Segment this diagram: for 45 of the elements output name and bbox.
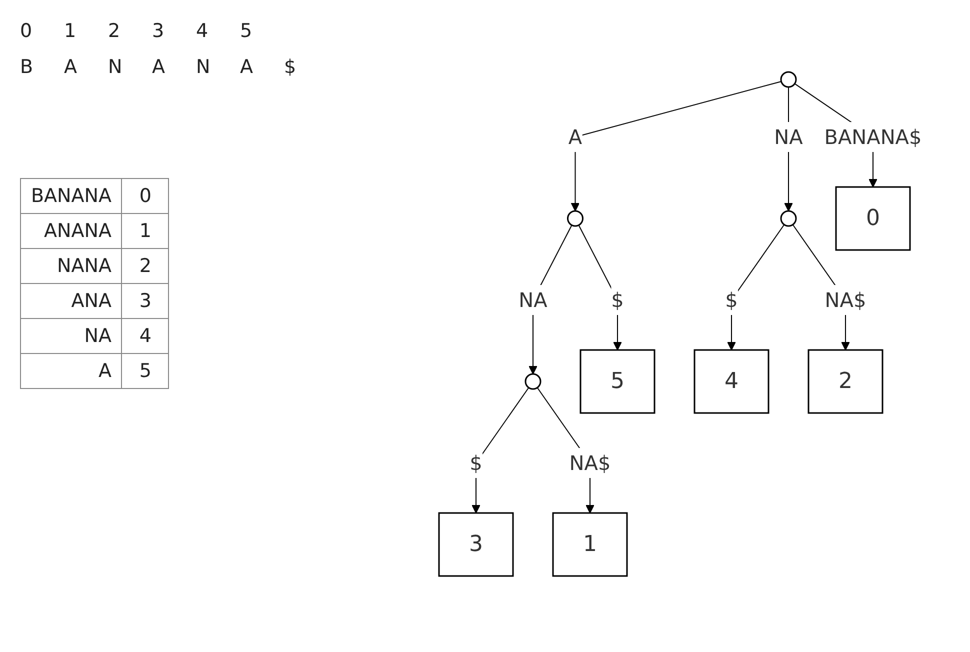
node-circle xyxy=(780,71,796,88)
suffix-cell: BANANA xyxy=(20,178,122,214)
suffix-cell: A xyxy=(20,354,122,388)
node-box: 0 xyxy=(834,186,910,251)
index-number: 2 xyxy=(108,20,122,42)
edge-label: $ xyxy=(724,288,738,312)
node-circle xyxy=(566,210,584,227)
position-cell: 2 xyxy=(122,248,169,284)
index-number: 4 xyxy=(196,20,210,42)
node-circle xyxy=(780,210,796,227)
string-letter: N xyxy=(196,56,212,78)
index-number: 1 xyxy=(64,20,78,42)
edge-label: NA xyxy=(774,125,802,150)
edge-label: NA xyxy=(518,288,547,312)
string-letter: A xyxy=(64,56,78,78)
position-cell: 1 xyxy=(122,214,169,248)
position-cell: 0 xyxy=(122,178,169,214)
suffix-cell: ANA xyxy=(20,284,122,318)
position-cell: 4 xyxy=(122,318,169,354)
edge-label: BANANA$ xyxy=(824,125,922,150)
position-cell: 5 xyxy=(122,354,169,388)
edge-label: $ xyxy=(469,451,482,475)
edge-label: NA$ xyxy=(824,288,866,312)
node-box: 2 xyxy=(807,349,883,414)
index-number: 5 xyxy=(240,20,254,42)
node-box: 3 xyxy=(438,512,514,577)
node-circle xyxy=(524,373,541,390)
node-box: 1 xyxy=(552,512,628,577)
arrow xyxy=(570,80,782,212)
suffix-cell: NA xyxy=(20,318,122,354)
edge-label: NA$ xyxy=(568,451,610,475)
string-letter: $ xyxy=(284,56,298,78)
edge-label: A xyxy=(568,125,582,150)
string-letter: A xyxy=(240,56,254,78)
suffix-cell: NANA xyxy=(20,248,122,284)
node-box: 4 xyxy=(693,349,769,414)
position-cell: 3 xyxy=(122,284,169,318)
node-box: 5 xyxy=(579,349,655,414)
string-letter: A xyxy=(152,56,166,78)
string-letter: N xyxy=(108,56,124,78)
suffix-cell: ANANA xyxy=(20,214,122,248)
edge-label: $ xyxy=(610,288,624,312)
string-letter: B xyxy=(20,56,34,78)
index-number: 3 xyxy=(152,20,166,42)
index-number: 0 xyxy=(20,20,34,42)
